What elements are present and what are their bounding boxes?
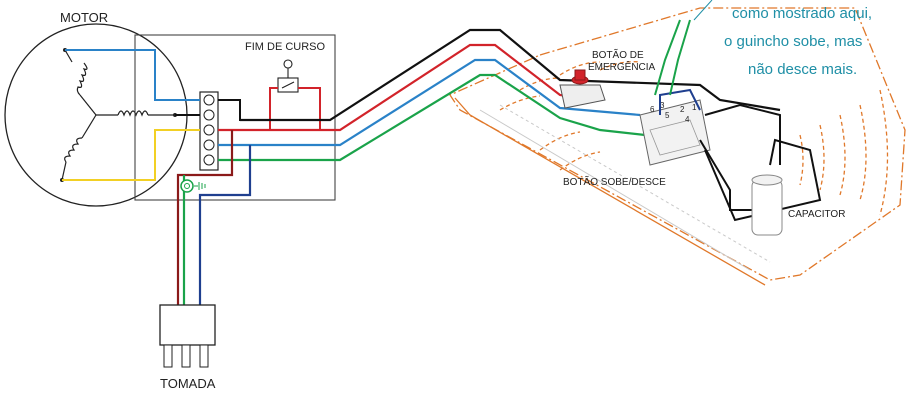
note-line2: o guincho sobe, mas	[724, 33, 862, 50]
control-wires	[654, 19, 822, 222]
terminal-1: 1	[692, 103, 697, 112]
ground-symbol	[180, 179, 206, 193]
emergency-button: BOTÃO DE EMERGÊNCIA	[559, 48, 656, 109]
terminal-3: 3	[660, 101, 665, 110]
plug-label: TOMADA	[160, 376, 216, 391]
emergency-label-line1: BOTÃO DE	[592, 48, 644, 61]
terminal-5: 5	[665, 111, 670, 120]
up-down-label: BOTÃO SOBE/DESCE	[563, 175, 666, 188]
terminal-6: 6	[650, 105, 655, 114]
emergency-label-line2: EMERGÊNCIA	[588, 60, 656, 73]
terminal-block	[199, 91, 219, 171]
motor-label: MOTOR	[60, 10, 108, 25]
note-line3: não desce mais.	[748, 61, 857, 78]
limit-switch-label: FIM DE CURSO	[245, 41, 326, 53]
note-pointer	[693, 0, 713, 21]
note-line1: como mostrado aqui,	[732, 5, 872, 22]
terminal-2: 2	[680, 105, 685, 114]
plug: TOMADA	[159, 304, 216, 391]
wire-red-switch	[218, 87, 321, 131]
limit-switch-box: FIM DE CURSO	[134, 34, 336, 201]
motor-wires	[62, 49, 200, 181]
capacitor-label: CAPACITOR	[788, 209, 845, 220]
power-cord	[176, 130, 252, 305]
capacitor: CAPACITOR	[751, 174, 845, 236]
limit-switch-icon	[277, 59, 299, 93]
up-down-button: BOTÃO SOBE/DESCE 6 3 5 2 4 1	[563, 99, 711, 188]
motor-windings	[61, 49, 175, 181]
annotation-note: como mostrado aqui, o guincho sobe, mas …	[693, 0, 872, 78]
control-box-shading	[479, 104, 771, 271]
terminal-4: 4	[685, 115, 690, 124]
wire-black-internal	[218, 99, 330, 121]
motor: MOTOR	[4, 10, 188, 207]
control-box-outline	[449, 7, 906, 286]
